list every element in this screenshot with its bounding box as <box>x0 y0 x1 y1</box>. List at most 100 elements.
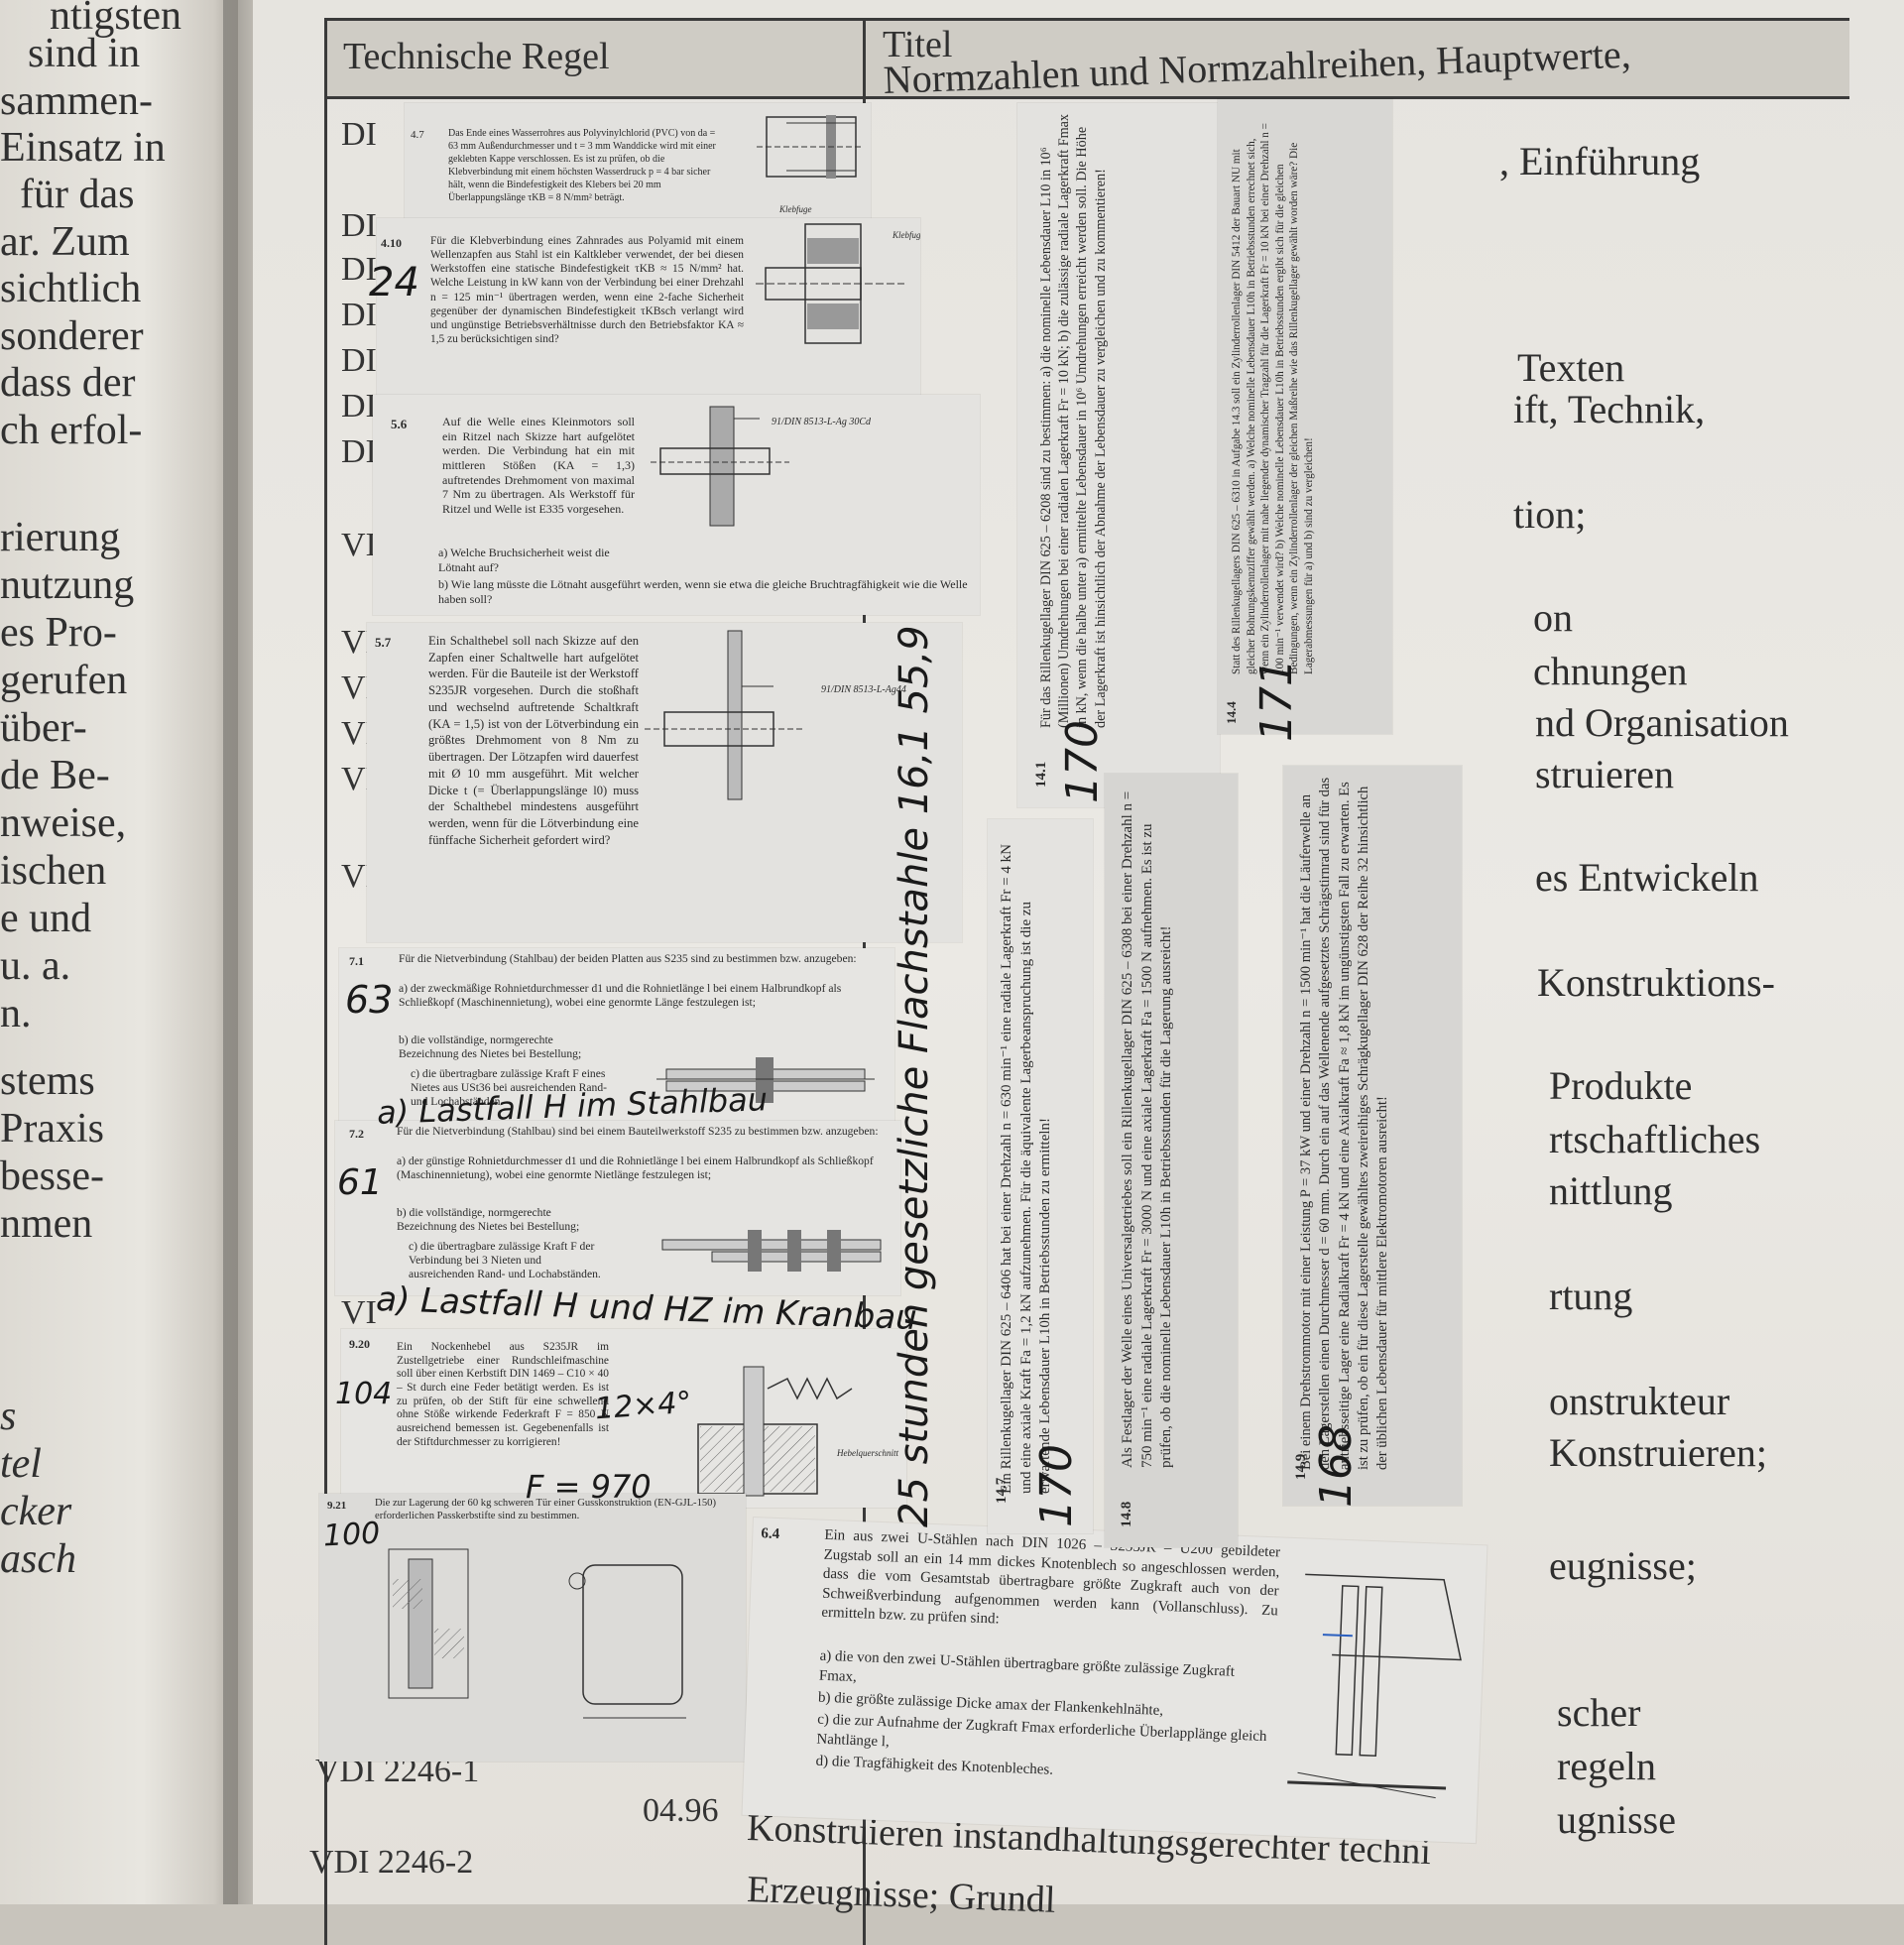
left-text-line: ntigsten <box>50 0 181 39</box>
left-text-line: Einsatz in <box>0 125 166 171</box>
u-steel-tension-bar-figure <box>1287 1573 1462 1799</box>
exercise-number: 14.1 <box>1033 761 1049 788</box>
left-text-line: sonderer <box>0 313 144 359</box>
left-text-line: Praxis <box>0 1106 104 1152</box>
exercise-14-8-clipping: 14.8 Als Festlager der Welle eines Unive… <box>1105 774 1238 1547</box>
exercise-7-1-clipping: 7.1 Für die Nietverbindung (Stahlbau) de… <box>339 948 894 1121</box>
row-title: scher <box>1557 1690 1641 1735</box>
exercise-number: 14.4 <box>1224 701 1239 724</box>
row-title: ugnisse <box>1557 1797 1676 1842</box>
handwritten-number: 24 <box>369 260 419 305</box>
gear-shaft-figure <box>756 223 904 344</box>
exercise-4-7-clipping: 4.7 Das Ende eines Wasserrohres aus Poly… <box>405 103 871 226</box>
row-code: DI <box>341 433 377 470</box>
exercise-part-b: b) die vollständige, normgerechte Bezeic… <box>399 1033 582 1060</box>
row-title: chnungen <box>1533 649 1688 693</box>
row-title: nittlung <box>1549 1168 1673 1213</box>
exercise-9-20-clipping: 9.20 Ein Nockenhebel aus S235JR im Zuste… <box>341 1329 906 1508</box>
row-code: VI <box>341 1294 377 1331</box>
exercise-text: Ein Schalthebel soll nach Skizze auf den… <box>428 634 639 847</box>
exercise-part-b: b) Wie lang müsste die Lötnaht ausgeführ… <box>438 577 968 606</box>
exercise-text: Ein Nockenhebel aus S235JR im Zustellget… <box>397 1341 609 1448</box>
exercise-number: 9.20 <box>349 1337 370 1351</box>
left-text-line: rierung <box>0 515 121 560</box>
exercise-text: Die zur Lagerung der 60 kg schweren Tür … <box>375 1498 717 1521</box>
left-facing-page: ntigsten sind in sammen- Einsatz in für … <box>0 0 238 1904</box>
row-code: DI <box>341 116 377 153</box>
row-title: Konstruktions- <box>1537 960 1775 1005</box>
left-text-line: sammen- <box>0 78 153 124</box>
exercise-text: Bei einem Drehstrommotor mit einer Leist… <box>1298 777 1390 1470</box>
row-title: , Einführung <box>1499 139 1701 183</box>
exercise-text: Ein Rillenkugellager DIN 625 – 6406 hat … <box>999 844 1053 1494</box>
row-title: rtung <box>1549 1274 1633 1318</box>
handwritten-vertical-note: 25 stunden gesetzliche Flachstahle 16,1 … <box>892 625 937 1527</box>
exercise-5-7-clipping: 5.7 Ein Schalthebel soll nach Skizze auf… <box>367 623 962 942</box>
exercise-number: 9.21 <box>327 1500 347 1512</box>
row-code: DI <box>341 207 377 244</box>
exercise-14-9-clipping: 14.9 Bei einem Drehstrommotor mit einer … <box>1283 766 1462 1506</box>
exercise-text: Auf die Welle eines Kleinmotors soll ein… <box>442 415 635 516</box>
left-text-line: besse- <box>0 1154 104 1199</box>
exercise-part-a: a) der zweckmäßige Rohnietdurchmesser d1… <box>399 982 842 1009</box>
pinion-shaft-figure <box>651 406 789 527</box>
handwritten-number: 168 <box>1311 1424 1362 1508</box>
left-text-line: cker <box>0 1489 72 1534</box>
left-text-line: s <box>0 1394 17 1439</box>
exercise-9-21-clipping: 9.21 Die zur Lagerung der 60 kg schweren… <box>319 1494 746 1762</box>
left-text-line: ar. Zum <box>0 219 130 265</box>
exercise-14-4-clipping: 14.4 Statt des Rillenkugellagers DIN 625… <box>1218 99 1392 734</box>
left-text-line: nutzung <box>0 562 135 608</box>
figure-label: Hebelquerschnitt <box>837 1448 898 1458</box>
exercise-text: Für die Klebverbindung eines Zahnrades a… <box>430 235 744 345</box>
row-code: DI <box>341 251 377 288</box>
handwritten-number: 170 <box>1031 1444 1082 1527</box>
left-text-line: es Pro- <box>0 610 117 656</box>
left-text-line: tel <box>0 1441 42 1487</box>
row-date: 04.96 <box>643 1792 719 1829</box>
left-text-line: nweise, <box>0 800 127 846</box>
exercise-number: 14.8 <box>1119 1501 1134 1527</box>
door-hinge-figure <box>388 1548 686 1719</box>
exercise-part-a: a) der günstige Rohnietdurchmesser d1 un… <box>397 1155 874 1181</box>
row-title: eugnisse; <box>1549 1543 1697 1588</box>
exercise-text: Als Festlager der Welle eines Universalg… <box>1120 790 1174 1468</box>
row-title: tion; <box>1513 492 1587 537</box>
handwritten-force: F = 970 <box>526 1468 652 1506</box>
table-header-row: Technische Regel Titel <box>327 21 1849 99</box>
row-title: es Entwickeln <box>1535 855 1759 900</box>
exercise-14-7-clipping: 14.7 Ein Rillenkugellager DIN 625 – 6406… <box>988 819 1093 1533</box>
row-title: Produkte <box>1549 1063 1693 1108</box>
exercise-part-b: b) die vollständige, normgerechte Bezeic… <box>397 1206 580 1233</box>
row-title: rtschaftliches <box>1549 1117 1761 1161</box>
header-titel: Titel <box>883 24 953 65</box>
row-title: struieren <box>1535 752 1674 796</box>
exercise-number: 5.6 <box>391 417 408 431</box>
row-code-vdi-2246-2: VDI 2246-2 <box>309 1844 474 1881</box>
rivet-joint-figure-2 <box>661 1230 882 1272</box>
figure-label: Klebfuge <box>779 204 812 214</box>
row-title: onstrukteur <box>1549 1379 1730 1423</box>
shift-lever-figure <box>645 630 803 800</box>
handwritten-number: 61 <box>337 1162 383 1203</box>
left-text-line: n. <box>0 991 32 1036</box>
left-text-line: e und <box>0 896 92 941</box>
exercise-7-2-clipping: 7.2 Für die Nietverbindung (Stahlbau) si… <box>335 1121 900 1295</box>
left-text-line: de Be- <box>0 753 110 798</box>
row-code: VI <box>341 527 377 563</box>
left-text-line: für das <box>20 172 135 217</box>
figure-label: 91/DIN 8513-L-Ag 30Cd <box>772 417 871 427</box>
left-text-line: u. a. <box>0 943 71 989</box>
exercise-part-c: c) die übertragbare zulässige Kraft F ei… <box>411 1067 608 1108</box>
left-text-line: sind in <box>28 31 141 76</box>
left-text-line: ch erfol- <box>0 408 143 453</box>
left-text-line: stems <box>0 1058 95 1104</box>
row-title: Texten <box>1517 345 1625 390</box>
left-text-line: gerufen <box>0 658 128 703</box>
exercise-text: Das Ende eines Wasserrohres aus Polyviny… <box>448 128 716 203</box>
handwritten-number: 100 <box>322 1516 382 1554</box>
exercise-number: 4.10 <box>381 236 402 250</box>
handwritten-number: 170 <box>1057 720 1108 803</box>
left-text-line: nmen <box>0 1201 93 1247</box>
row-code: DI <box>341 342 377 379</box>
